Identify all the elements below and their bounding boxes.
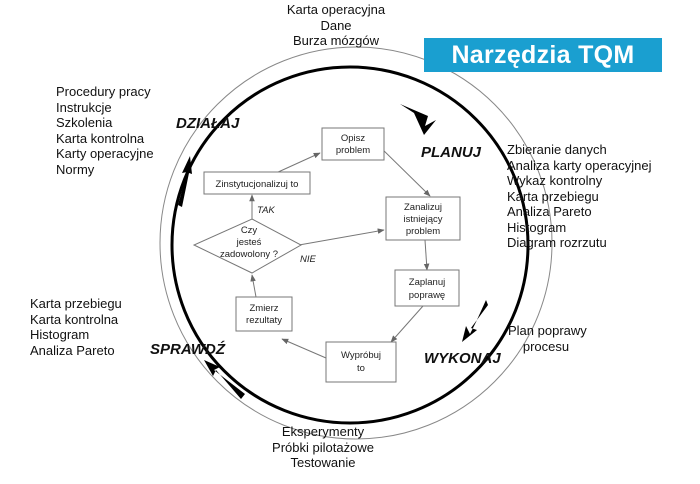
step-plan-improvement: Zaplanuj poprawę [394, 269, 460, 307]
title-badge: Narzędzia TQM [424, 38, 662, 72]
right-tools-list: Zbieranie danych Analiza karty operacyjn… [507, 142, 652, 251]
step-describe-line2: problem [336, 145, 370, 156]
left-top-tool-item: Karty operacyjne [56, 146, 154, 161]
bottom-tool-item: Eksperymenty [281, 424, 365, 439]
left-top-tool-item: Karta kontrolna [56, 130, 145, 146]
right-bottom-tools-list: Plan poprawy procesu [508, 323, 587, 354]
step-analyze-line1: Zanalizuj [404, 202, 442, 213]
left-top-tool-item: Instrukcje [56, 99, 112, 115]
top-tool-item: Dane [320, 17, 352, 33]
phase-act: DZIAŁAJ [176, 115, 240, 132]
phase-check: SPRAWDŹ [150, 341, 226, 358]
step-measure-line1: Zmierz [249, 303, 278, 314]
right-tool-item: Diagram rozrzutu [507, 235, 607, 250]
right-tool-item: Zbieranie danych [507, 142, 607, 157]
left-top-tools-list: Procedury pracy Instrukcje Szkolenia Kar… [56, 84, 154, 177]
step-describe: Opisz problem [321, 127, 385, 161]
bottom-tool-item: Próbki pilotażowe [272, 439, 374, 455]
right-tool-item: Karta przebiegu [507, 188, 599, 204]
phase-do: WYKONAJ [424, 350, 501, 367]
outer-circle [159, 46, 553, 440]
step-institutionalize-label: Zinstytucjonalizuj to [216, 179, 299, 190]
right-tool-item: Analiza karty operacyjnej [507, 157, 652, 173]
bottom-tool-item: Testowanie [290, 455, 356, 470]
step-test: Wypróbuj to [325, 341, 397, 383]
ring-arrow-do [462, 300, 488, 342]
label-no: NIE [300, 254, 317, 265]
right-tool-item: Analiza Pareto [507, 204, 592, 219]
label-yes: TAK [257, 205, 275, 216]
step-analyze-line3: problem [406, 226, 440, 237]
decision-line3: zadowolony ? [220, 249, 278, 260]
step-test-line1: Wypróbuj [341, 350, 381, 361]
arrow-analyze-to-plan [423, 239, 430, 271]
pdca-ring [170, 65, 530, 425]
left-bottom-tools-list: Karta przebiegu Karta kontrolna Histogra… [30, 296, 122, 358]
decision-satisfied: Czy jesteś zadowolony ? [192, 218, 303, 274]
step-analyze: Zanalizuj istniejący problem [385, 196, 461, 241]
step-test-line2: to [357, 363, 365, 374]
arrow-decision-no [298, 228, 385, 246]
right-bottom-tool-item: procesu [522, 338, 570, 354]
phase-plan: PLANUJ [421, 144, 482, 161]
left-top-tool-item: Szkolenia [56, 115, 113, 130]
step-analyze-line2: istniejący [403, 214, 442, 225]
arrow-institutionalize-to-describe [275, 152, 321, 174]
arrow-measure-to-decision [250, 274, 257, 298]
arrow-describe-to-analyze [379, 146, 431, 197]
left-top-tool-item: Procedury pracy [56, 84, 151, 99]
step-plan-line1: Zaplanuj [409, 277, 445, 288]
step-measure: Zmierz rezultaty [235, 296, 293, 332]
step-measure-line2: rezultaty [246, 315, 282, 326]
flow-arrows [249, 146, 431, 359]
left-top-tool-item: Normy [56, 161, 95, 177]
step-describe-line1: Opisz [341, 133, 366, 144]
arrow-plan-to-test [390, 305, 424, 343]
right-tool-item: Histogram [507, 219, 567, 235]
left-bottom-tool-item: Karta kontrolna [30, 311, 119, 327]
ring-arrow-act [178, 156, 192, 207]
left-bottom-tool-item: Histogram [30, 327, 90, 342]
bottom-tools-list: Eksperymenty Próbki pilotażowe Testowani… [248, 424, 398, 471]
right-tool-item: Wykaz kontrolny [507, 173, 603, 188]
step-plan-line2: poprawę [409, 290, 445, 301]
arrow-test-to-measure [281, 338, 327, 359]
decision-line1: Czy [241, 225, 258, 236]
decision-line2: jesteś [236, 237, 262, 248]
top-tool-item: Burza mózgów [293, 33, 379, 48]
top-tool-item: Karta operacyjna [286, 2, 386, 17]
ring-arrow-plan [400, 104, 436, 135]
right-bottom-tool-item: Plan poprawy [508, 323, 587, 338]
left-bottom-tool-item: Karta przebiegu [30, 296, 122, 311]
left-bottom-tool-item: Analiza Pareto [30, 342, 115, 358]
step-institutionalize: Zinstytucjonalizuj to [203, 171, 311, 195]
ring-arrow-check [204, 360, 245, 399]
top-tools-list: Karta operacyjna Dane Burza mózgów [262, 2, 410, 49]
